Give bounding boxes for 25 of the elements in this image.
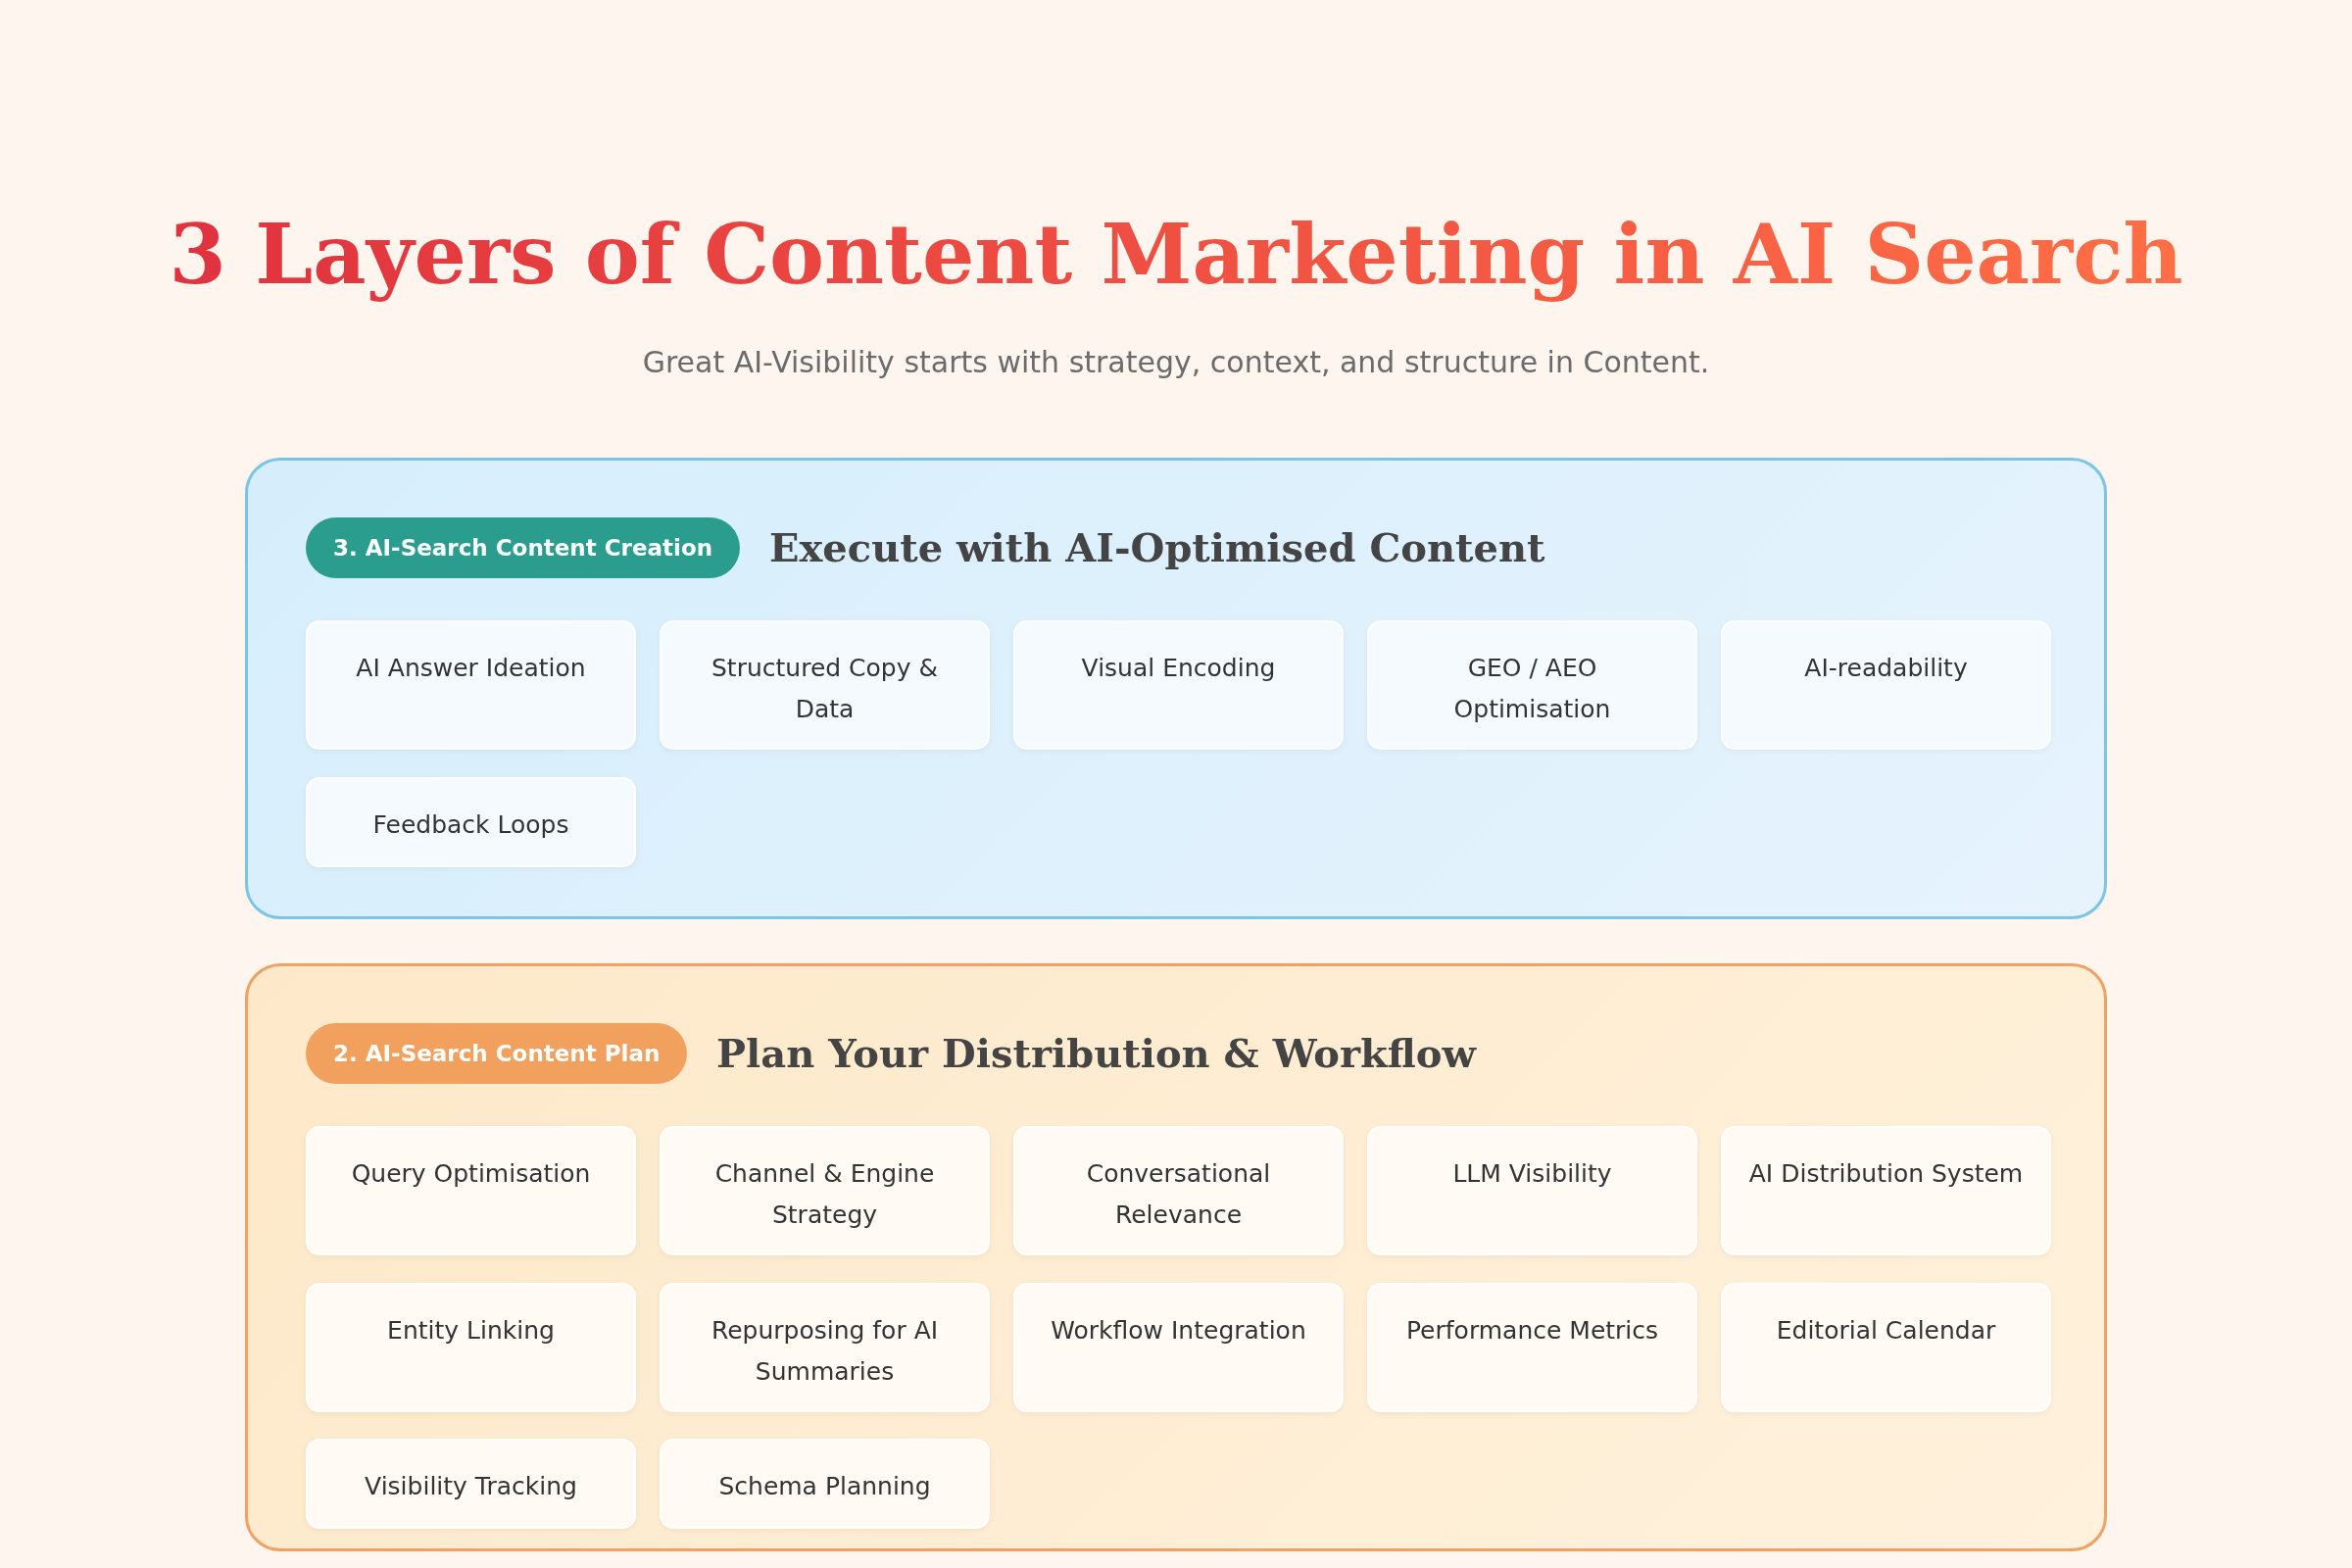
topic-card: AI Answer Ideation: [306, 620, 636, 750]
topic-card: Conversational Relevance: [1013, 1126, 1344, 1255]
panel-heading: Plan Your Distribution & Workflow: [716, 1029, 1476, 1078]
topic-card: GEO / AEO Optimisation: [1367, 620, 1697, 750]
topic-card: Visibility Tracking: [306, 1439, 636, 1529]
topic-card: Repurposing for AI Summaries: [660, 1283, 990, 1412]
topic-card: Editorial Calendar: [1721, 1283, 2051, 1412]
subtitle: Great AI-Visibility starts with strategy, context, and structure in Content.: [642, 345, 1710, 379]
topic-card: Workflow Integration: [1013, 1283, 1344, 1412]
topic-card: Visual Encoding: [1013, 620, 1344, 750]
topic-card: LLM Visibility: [1367, 1126, 1697, 1255]
topic-card: AI Distribution System: [1721, 1126, 2051, 1255]
topic-card: Feedback Loops: [306, 777, 636, 867]
layer-panel: [245, 458, 2107, 919]
topic-card: AI-readability: [1721, 620, 2051, 750]
topic-card: Channel & Engine Strategy: [660, 1126, 990, 1255]
topic-card: Structured Copy & Data: [660, 620, 990, 750]
layer-badge: 2. AI-Search Content Plan: [306, 1023, 688, 1084]
topic-card: Performance Metrics: [1367, 1283, 1697, 1412]
layer-badge: 3. AI-Search Content Creation: [306, 517, 741, 578]
topic-card: Query Optimisation: [306, 1126, 636, 1255]
layer-panel: [245, 963, 2107, 1551]
topic-card: Entity Linking: [306, 1283, 636, 1412]
panel-heading: Execute with AI-Optimised Content: [769, 523, 1545, 572]
topic-card: Schema Planning: [660, 1439, 990, 1529]
